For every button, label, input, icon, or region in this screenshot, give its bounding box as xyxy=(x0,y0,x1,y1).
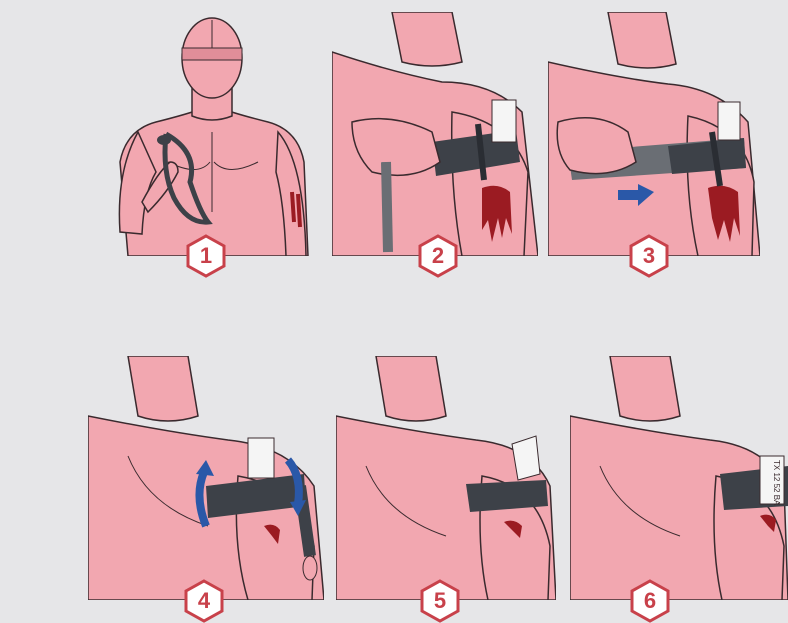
step-2-illustration xyxy=(332,12,538,256)
step-6-panel: TX 12 52 BA xyxy=(570,356,788,600)
step-6-illustration: TX 12 52 BA xyxy=(570,356,788,600)
step-5-panel xyxy=(336,356,556,600)
step-badge-4: 4 xyxy=(182,579,226,623)
step-badge-2: 2 xyxy=(416,234,460,278)
step-number: 1 xyxy=(184,234,228,278)
step-3-panel xyxy=(548,12,760,256)
time-tag-text: TX 12 52 BA xyxy=(772,460,781,506)
step-badge-3: 3 xyxy=(627,234,671,278)
step-2-panel xyxy=(332,12,538,256)
step-1-panel xyxy=(108,12,314,256)
step-number: 2 xyxy=(416,234,460,278)
step-number: 5 xyxy=(418,579,462,623)
step-number: 4 xyxy=(182,579,226,623)
step-1-illustration xyxy=(108,12,314,256)
step-4-illustration xyxy=(88,356,324,600)
step-3-illustration xyxy=(548,12,760,256)
step-badge-5: 5 xyxy=(418,579,462,623)
step-5-illustration xyxy=(336,356,556,600)
step-badge-1: 1 xyxy=(184,234,228,278)
step-4-panel xyxy=(88,356,324,600)
step-number: 6 xyxy=(628,579,672,623)
step-number: 3 xyxy=(627,234,671,278)
step-badge-6: 6 xyxy=(628,579,672,623)
